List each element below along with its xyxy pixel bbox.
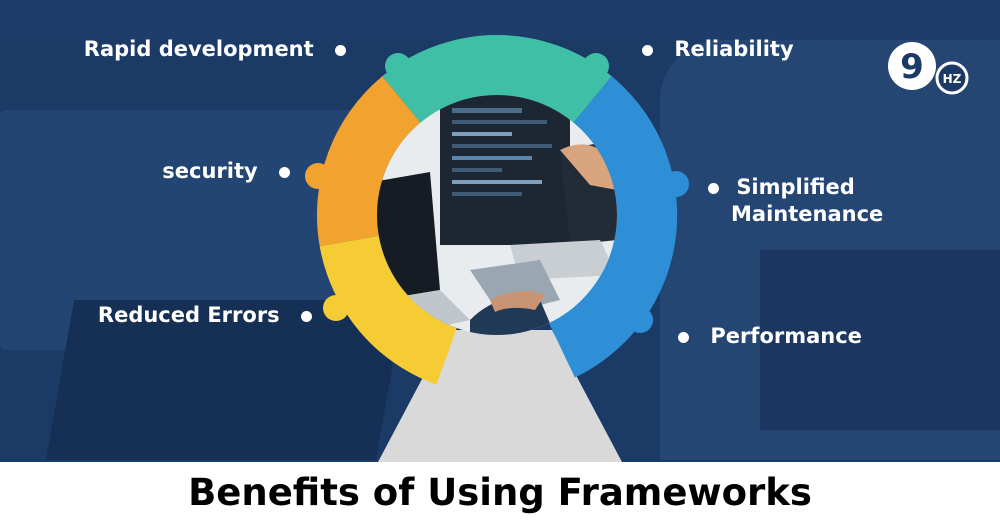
- benefit-label: Performance: [710, 324, 862, 348]
- ring-segment-orange: [316, 76, 421, 247]
- benefit-reduced-errors: Reduced Errors: [40, 302, 312, 329]
- bullet-dot: [335, 44, 346, 56]
- ring-bump-yellow-left: [323, 295, 349, 321]
- 9hz-logo: 9 HZ: [888, 42, 969, 95]
- benefit-performance: Performance: [678, 323, 862, 350]
- benefit-security: security: [40, 158, 290, 185]
- ring-bump-blue-right: [663, 171, 689, 197]
- benefit-simplified-maintenance: Simplified Maintenance: [708, 174, 883, 228]
- benefit-reliability: Reliability: [642, 36, 794, 63]
- ring-bump-teal-right: [583, 53, 609, 79]
- benefit-label-line-2: Maintenance: [731, 202, 884, 226]
- ring-bump-blue-bottom: [627, 307, 653, 333]
- ring-segment-yellow: [319, 235, 457, 385]
- ring-segment-blue: [549, 76, 678, 378]
- footer-bar: Benefits of Using Frameworks: [0, 462, 1000, 525]
- benefit-label-line-1: Simplified: [736, 175, 855, 199]
- bullet-dot: [642, 44, 653, 56]
- bullet-dot: [279, 166, 290, 178]
- background-top-band: [0, 0, 1000, 40]
- bullet-dot: [301, 310, 312, 322]
- benefit-label: Rapid development: [83, 37, 314, 61]
- benefit-rapid-development: Rapid development: [40, 36, 346, 63]
- benefit-label: security: [162, 159, 258, 183]
- ring-segment-teal: [382, 35, 612, 123]
- ring-bump-teal-left: [385, 53, 411, 79]
- logo-mark: 9: [900, 47, 924, 87]
- benefit-label: Reduced Errors: [97, 303, 280, 327]
- developer-laptop-photo: [377, 95, 617, 335]
- logo-suffix: HZ: [943, 72, 962, 86]
- benefit-label: Reliability: [674, 37, 794, 61]
- background-screen-right: [760, 250, 1000, 430]
- benefits-ring-diagram: [305, 35, 689, 462]
- bullet-dot: [708, 182, 719, 194]
- page-title: Benefits of Using Frameworks: [188, 471, 812, 514]
- ring-bump-orange-left: [305, 163, 331, 189]
- bullet-dot: [678, 331, 689, 343]
